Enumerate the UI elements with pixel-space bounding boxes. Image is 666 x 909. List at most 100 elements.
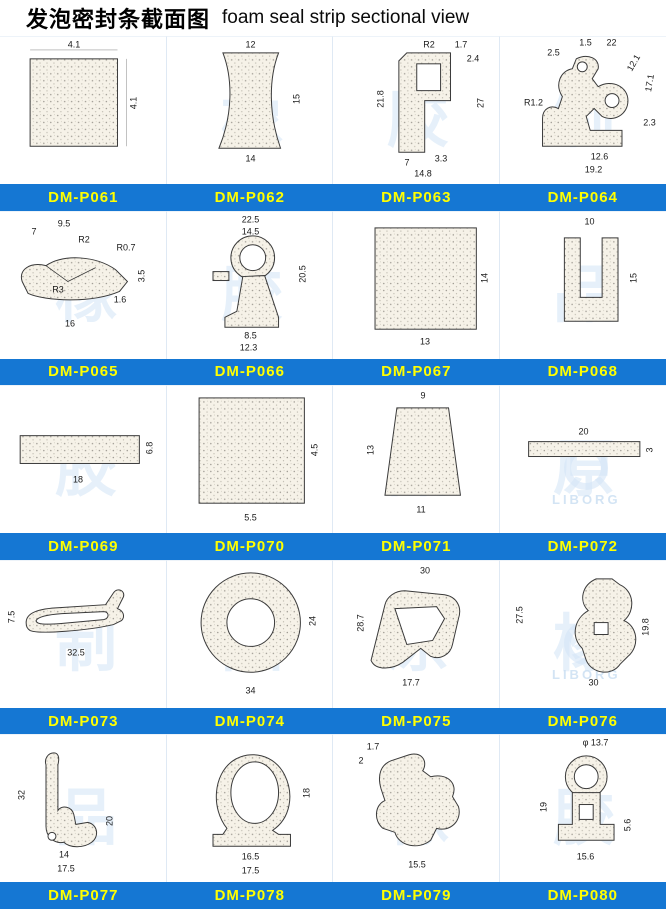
dimension-label: 14.8 xyxy=(414,168,432,179)
dimension-label: 20 xyxy=(104,816,115,827)
part-number: DM-P070 xyxy=(214,537,285,555)
dimension-label: 18 xyxy=(72,474,84,485)
profile-drawing-bulb-base-profile xyxy=(557,755,615,842)
profile-drawing-flat-strip xyxy=(19,435,140,465)
diagram-cell-dm-p080: φ 13.7 19 5.6 15.6 xyxy=(499,734,666,882)
dimension-label: 5.6 xyxy=(622,819,632,832)
dimension-label: 15 xyxy=(628,272,638,283)
dimension-label: 22.5 xyxy=(241,214,260,225)
profile-drawing-wedge-hook xyxy=(20,256,129,300)
dimension-label: 10 xyxy=(584,216,595,227)
part-number: DM-P061 xyxy=(48,188,119,206)
part-number: DM-P079 xyxy=(381,887,452,905)
dimension-label: 15.6 xyxy=(576,851,595,862)
dimension-label: 13 xyxy=(419,336,431,347)
part-number: DM-P069 xyxy=(48,537,119,555)
dimension-label: 9.5 xyxy=(57,218,71,229)
dimension-label: 17.5 xyxy=(57,863,75,874)
part-number: DM-P072 xyxy=(547,537,618,555)
dimension-label: 16 xyxy=(64,318,76,329)
part-number-banner: DM-P069 DM-P070 DM-P071 DM-P072 xyxy=(0,533,666,560)
part-number: DM-P062 xyxy=(214,188,285,206)
profile-drawing-concave-block xyxy=(217,52,281,149)
part-number: DM-P064 xyxy=(547,188,618,206)
dimension-label: 5.5 xyxy=(244,512,257,523)
diagram-cell-dm-p068: 10 15 xyxy=(499,210,666,359)
profile-drawing-ring-stem-profile xyxy=(212,234,279,328)
dimension-label: 12 xyxy=(245,39,256,50)
dimension-label: 15.5 xyxy=(408,859,426,870)
part-number: DM-P068 xyxy=(547,363,618,381)
part-number: DM-P074 xyxy=(214,712,285,730)
part-number: DM-P075 xyxy=(381,712,452,730)
part-number: DM-P065 xyxy=(48,363,119,381)
profile-drawing-p-profile xyxy=(398,52,452,153)
profile-drawing-flat-loop xyxy=(25,589,125,633)
profile-drawing-trapezoid xyxy=(384,407,462,496)
dimension-label: 3.3 xyxy=(434,153,448,164)
dimension-label: φ 13.7 xyxy=(582,737,609,748)
dimension-label: R3 xyxy=(52,284,64,295)
diagram-cell-dm-p070: 5.5 4.5 xyxy=(166,385,333,534)
dimension-label: 27.5 xyxy=(514,606,524,624)
dimension-label: 2.5 xyxy=(547,47,560,58)
dimension-label: 2 xyxy=(358,755,364,766)
dimension-label: 32 xyxy=(16,790,27,801)
dimension-label: 4.5 xyxy=(309,443,319,457)
profile-drawing-clip-profile xyxy=(541,55,628,147)
dimension-label: 2.3 xyxy=(643,117,656,128)
dimension-label: 14 xyxy=(479,272,490,283)
dimension-label: 11 xyxy=(416,504,426,515)
profile-drawing-solid-square xyxy=(29,49,127,147)
profile-drawing-hook-profile xyxy=(45,752,98,848)
dimension-label: 7 xyxy=(404,157,410,168)
dimension-label: 12.6 xyxy=(590,151,609,162)
dimension-label: 8.5 xyxy=(244,330,257,341)
dimension-label: R2 xyxy=(78,234,90,245)
part-number: DM-P077 xyxy=(48,887,119,905)
profile-drawing-thin-strip xyxy=(527,441,640,458)
dimension-label: 3.5 xyxy=(136,269,147,282)
dimension-label: 2.4 xyxy=(466,53,480,64)
dimension-label: 4.1 xyxy=(128,96,139,110)
part-number: DM-P071 xyxy=(381,537,452,555)
dimension-label: 22 xyxy=(606,37,617,48)
dimension-label: 17.5 xyxy=(241,865,260,876)
dimension-label: 18 xyxy=(301,788,311,799)
dimension-label: 14.5 xyxy=(241,226,260,237)
part-number: DM-P066 xyxy=(214,363,285,381)
profile-drawing-blob-profile xyxy=(376,753,460,847)
dimension-label: 1.7 xyxy=(366,741,380,752)
profile-drawing-solid-square xyxy=(198,397,305,504)
dimension-label: 20 xyxy=(578,426,589,437)
part-number: DM-P073 xyxy=(48,712,119,730)
part-number: DM-P078 xyxy=(214,887,285,905)
dimension-label: 19.8 xyxy=(640,618,650,636)
dimension-label: 21.8 xyxy=(375,90,386,108)
dimension-label: 19 xyxy=(538,802,548,813)
profile-drawing-solid-square xyxy=(374,226,477,330)
page-title-english: foam seal strip sectional view xyxy=(222,7,470,28)
profile-drawing-u-channel xyxy=(563,236,619,322)
dimension-label: 1.6 xyxy=(113,294,127,305)
profile-drawing-ring xyxy=(200,572,301,673)
dimension-label: 6.8 xyxy=(144,441,155,455)
dimension-label: 1.7 xyxy=(454,39,468,50)
